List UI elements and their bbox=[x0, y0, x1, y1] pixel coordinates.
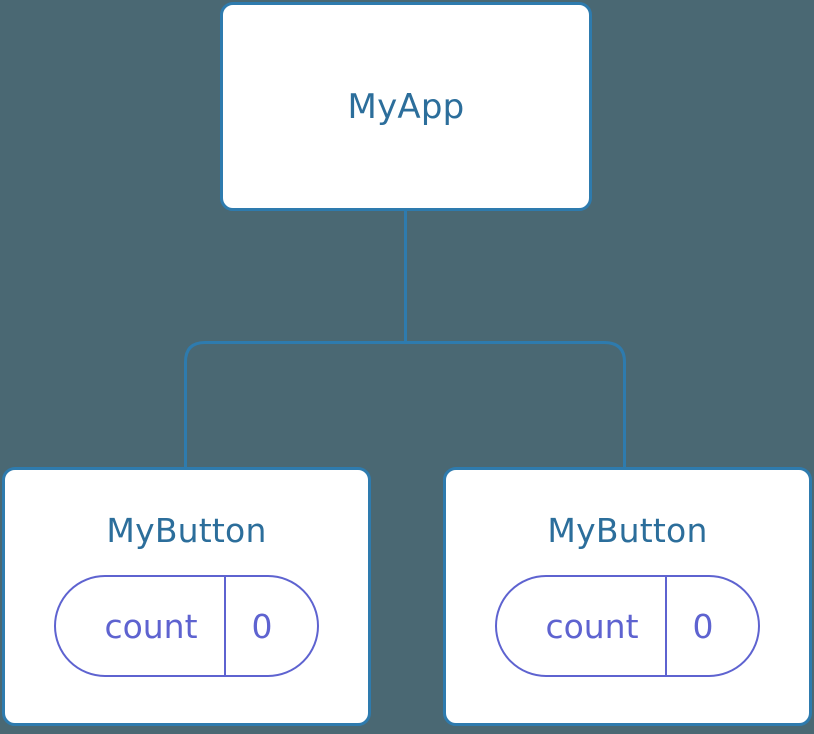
edge-to-child-right bbox=[405, 341, 626, 468]
node-title: MyButton bbox=[547, 511, 708, 550]
node-child-mybutton-left[interactable]: MyButton count 0 bbox=[2, 467, 371, 726]
state-badge[interactable]: count 0 bbox=[495, 575, 760, 677]
state-key-label: count bbox=[497, 577, 667, 675]
state-key-label: count bbox=[56, 577, 226, 675]
node-title: MyApp bbox=[347, 86, 465, 127]
state-badge[interactable]: count 0 bbox=[54, 575, 319, 677]
state-value-label: 0 bbox=[692, 606, 714, 646]
edge-to-child-left bbox=[184, 341, 406, 468]
state-value-label: 0 bbox=[251, 606, 273, 646]
node-child-mybutton-right[interactable]: MyButton count 0 bbox=[443, 467, 812, 726]
node-root-myapp[interactable]: MyApp bbox=[220, 2, 592, 211]
node-title: MyButton bbox=[106, 511, 267, 550]
